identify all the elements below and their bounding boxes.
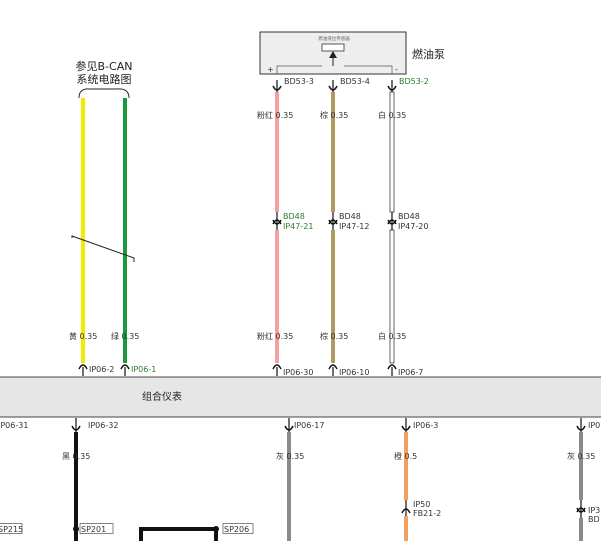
pump-plus-label: + — [267, 65, 274, 74]
fuel-level-sensor-label: 燃油液位传感器 — [318, 35, 350, 42]
connector-ip3 — [576, 500, 586, 518]
connector-bd48-white — [387, 212, 397, 230]
connector-ip3-label-a: IP3 — [588, 506, 600, 515]
pin-bd53-3-label: BD53-3 — [284, 77, 314, 86]
connector-ip06-2-symbol — [78, 364, 88, 370]
connector-ip50 — [401, 500, 411, 516]
bcan-note-line1: 参见B-CAN — [76, 59, 133, 73]
orange-wire-label: 橙 0.5 — [394, 451, 417, 461]
instrument-cluster-box — [0, 376, 601, 418]
pump-internal-line-right — [344, 65, 393, 74]
grey-wire-1-label: 灰 0.35 — [276, 451, 304, 461]
mid-bd48-pink-b: IP47-21 — [283, 222, 313, 231]
splice-sp201-box — [79, 523, 114, 534]
connector-ip06-7-label: IP06-7 — [398, 368, 423, 377]
splice-sp201-dot — [73, 526, 79, 532]
connector-bd53-4 — [328, 80, 338, 92]
pump-white-label-top: 白 0.35 — [378, 110, 406, 120]
connector-ip06-1-label: IP06-1 — [131, 365, 156, 374]
bcan-note-line2: 系统电路图 — [77, 73, 132, 86]
mid-bd48-white-a: BD48 — [398, 212, 420, 221]
splice-sp206-dot — [213, 526, 219, 532]
connector-bd48-tan — [328, 212, 338, 230]
connector-bd53-3 — [272, 80, 282, 92]
pump-white-wire-upper — [389, 91, 395, 213]
sensor-wiper-arrowhead — [329, 51, 337, 58]
mid-bd48-tan-a: BD48 — [339, 212, 361, 221]
pump-pink-label-bottom: 粉红 0.35 — [257, 331, 293, 341]
connector-ip06-32 — [71, 418, 81, 432]
fuel-level-resistor-symbol — [321, 43, 345, 52]
twisted-pair-symbol — [71, 235, 135, 262]
connector-ip06-3-label: IP06-3 — [413, 421, 438, 430]
instrument-cluster-label: 组合仪表 — [142, 390, 182, 403]
connector-ip06-30-label: IP06-30 — [283, 368, 313, 377]
connector-ip50-label-a: IP50 — [413, 500, 430, 509]
connector-ip06-31-label: IP06-31 — [0, 421, 28, 430]
connector-ip06-10 — [328, 364, 338, 376]
pump-tan-label-bottom: 棕 0.35 — [320, 331, 348, 341]
pump-tan-label-top: 棕 0.35 — [320, 110, 348, 120]
connector-ip06-17 — [284, 418, 294, 432]
connector-ip06-1-symbol — [120, 364, 130, 370]
connector-bd48-pink — [272, 212, 282, 230]
splice-sp201-label: SP201 — [81, 525, 106, 534]
connector-bd53-2 — [387, 80, 397, 92]
grey-wire-2-label: 灰 0.35 — [567, 451, 595, 461]
mid-bd48-pink-a: BD48 — [283, 212, 305, 221]
black-wire-label: 黑 0.35 — [62, 452, 90, 461]
connector-ip06-10-label: IP06-10 — [339, 368, 369, 377]
pump-white-wire-lower — [389, 229, 395, 364]
can-high-wire-label: 黄 0.35 — [69, 331, 97, 341]
splice-sp215-label: SP215 — [0, 525, 23, 534]
connector-ip0 — [576, 418, 586, 432]
black-loop-wire — [139, 527, 218, 541]
mid-bd48-white-b: IP47-20 — [398, 222, 428, 231]
connector-ip0-label: IP0 — [588, 421, 600, 430]
connector-ip3-label-b: BD — [588, 515, 600, 524]
splice-sp215-box — [0, 523, 23, 534]
pump-white-label-bottom: 白 0.35 — [378, 331, 406, 341]
connector-ip06-2-label: IP06-2 — [89, 365, 114, 374]
can-low-wire-label: 绿 0.35 — [111, 332, 139, 341]
connector-ip06-32-label: IP06-32 — [88, 421, 118, 430]
connector-ip06-30 — [272, 364, 282, 376]
pump-internal-line-left — [276, 65, 322, 74]
connector-ip06-7 — [387, 364, 397, 376]
connector-ip50-label-b: FB21-2 — [413, 509, 441, 518]
pin-bd53-2-label: BD53-2 — [399, 77, 429, 86]
splice-sp206-box — [222, 523, 254, 534]
pin-bd53-4-label: BD53-4 — [340, 77, 370, 86]
mid-bd48-tan-b: IP47-12 — [339, 222, 369, 231]
pump-pink-label-top: 粉红 0.35 — [257, 110, 293, 120]
pump-minus-label: - — [395, 65, 398, 74]
fuel-pump-label: 燃油泵 — [412, 47, 445, 61]
connector-ip06-3 — [401, 418, 411, 432]
connector-ip06-17-label: IP06-17 — [294, 421, 324, 430]
splice-sp206-label: SP206 — [224, 525, 249, 534]
bcan-note-bracket — [78, 88, 130, 99]
